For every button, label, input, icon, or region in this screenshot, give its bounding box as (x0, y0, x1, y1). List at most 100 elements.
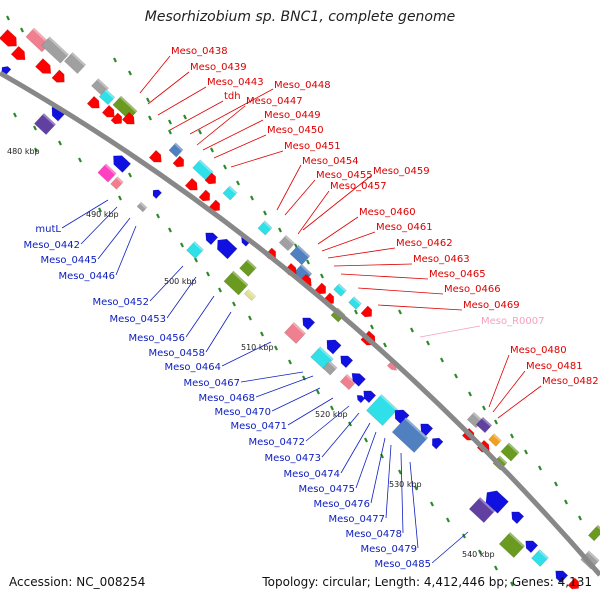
gene-block (204, 172, 217, 185)
gene-label-reverse: Meso_0472 (248, 437, 305, 448)
leader-line (147, 71, 190, 105)
scale-label: 480 kbp (7, 147, 40, 156)
scale-label: 520 kbp (315, 410, 348, 419)
tick-mark (210, 147, 214, 153)
gene-label-reverse: Meso_0442 (23, 240, 80, 251)
tick-mark (168, 129, 172, 135)
tick-mark (440, 357, 444, 363)
tick-mark (316, 389, 320, 395)
tick-mark (398, 469, 402, 475)
tick-mark (578, 515, 582, 521)
gene-block (205, 232, 219, 246)
gene-label-reverse: Meso_0458 (148, 348, 205, 359)
leader-line (321, 231, 376, 252)
scale-label: 530 kbp (389, 480, 422, 489)
gene-block (239, 259, 257, 277)
tick-mark (430, 501, 434, 507)
leader-line (317, 216, 359, 245)
tick-mark (510, 581, 514, 587)
gene-block (186, 241, 204, 259)
leader-line (385, 444, 392, 519)
gene-block (468, 496, 496, 524)
tick-mark (482, 405, 486, 411)
tick-mark (198, 129, 202, 135)
leader-line (297, 190, 330, 235)
gene-label-forward: tdh (224, 91, 241, 102)
leader-line (157, 86, 207, 116)
leader-line (377, 304, 463, 311)
gene-block (391, 417, 429, 453)
gene-block (351, 372, 366, 387)
gene-block (148, 149, 162, 163)
leader-line (284, 179, 316, 216)
tick-mark (306, 259, 310, 265)
gene-block (333, 283, 347, 297)
gene-block (172, 155, 185, 168)
tick-mark (168, 227, 172, 233)
leader-line (189, 88, 274, 135)
gene-block (257, 220, 273, 236)
leader-line (419, 325, 481, 338)
gene-label-reverse: Meso_0468 (198, 393, 255, 404)
gene-label-forward: Meso_0481 (526, 361, 583, 372)
gene-label-forward: Meso_0438 (171, 46, 228, 57)
tick-mark (462, 533, 466, 539)
gene-block (110, 176, 124, 190)
genome-backbone (0, 70, 600, 577)
gene-label-reverse: Meso_0475 (298, 484, 355, 495)
tick-mark (148, 115, 152, 121)
gene-label-forward: Meso_0462 (396, 238, 453, 249)
gene-block (110, 112, 123, 125)
scale-label: 510 kbp (241, 343, 274, 352)
gene-block (348, 296, 362, 310)
leader-line (255, 375, 314, 398)
tick-mark (128, 70, 132, 76)
leader-line (221, 341, 272, 367)
gene-label-reverse: Meso_0479 (360, 544, 417, 555)
gene-block (322, 360, 338, 376)
gene-block (326, 339, 342, 355)
tick-mark (468, 391, 472, 397)
leader-line (97, 217, 131, 260)
leader-line (240, 371, 304, 383)
leader-line (213, 134, 267, 159)
tick-mark (564, 499, 568, 505)
gene-label-reverse: Meso_0470 (214, 407, 271, 418)
gene-block (485, 490, 509, 514)
leader-line (492, 370, 526, 413)
leader-line (370, 437, 386, 504)
tick-mark (274, 345, 278, 351)
leader-line (340, 422, 371, 474)
leader-line (166, 276, 197, 319)
gene-block (587, 524, 600, 542)
gene-label-rna: Meso_R0007 (481, 316, 545, 327)
gene-label-forward: Meso_0461 (376, 222, 433, 233)
leader-line (488, 354, 510, 408)
gene-label-reverse: Meso_0452 (92, 297, 149, 308)
leader-line (205, 311, 232, 353)
tick-mark (113, 57, 117, 63)
tick-mark (494, 419, 498, 425)
gene-block (136, 201, 148, 213)
tick-mark (364, 437, 368, 443)
gene-block (86, 95, 100, 109)
leader-line (497, 385, 542, 419)
gene-block (33, 113, 57, 135)
tick-mark (34, 147, 38, 153)
gene-block (488, 433, 502, 447)
leader-line (271, 387, 321, 412)
tick-mark (128, 172, 132, 178)
leader-line (287, 397, 334, 426)
tick-mark (236, 180, 240, 186)
tick-mark (446, 517, 450, 523)
scale-label: 490 kbp (86, 210, 119, 219)
gene-label-forward: Meso_0480 (510, 345, 567, 356)
leader-line (115, 225, 137, 276)
gene-label-forward: Meso_0451 (284, 141, 341, 152)
tick-mark (118, 195, 122, 201)
gene-block (511, 511, 525, 525)
accession-text: Accession: NC_008254 (9, 575, 146, 589)
leader-line (333, 263, 413, 267)
gene-block (113, 155, 132, 173)
gene-label-forward: Meso_0457 (330, 181, 387, 192)
